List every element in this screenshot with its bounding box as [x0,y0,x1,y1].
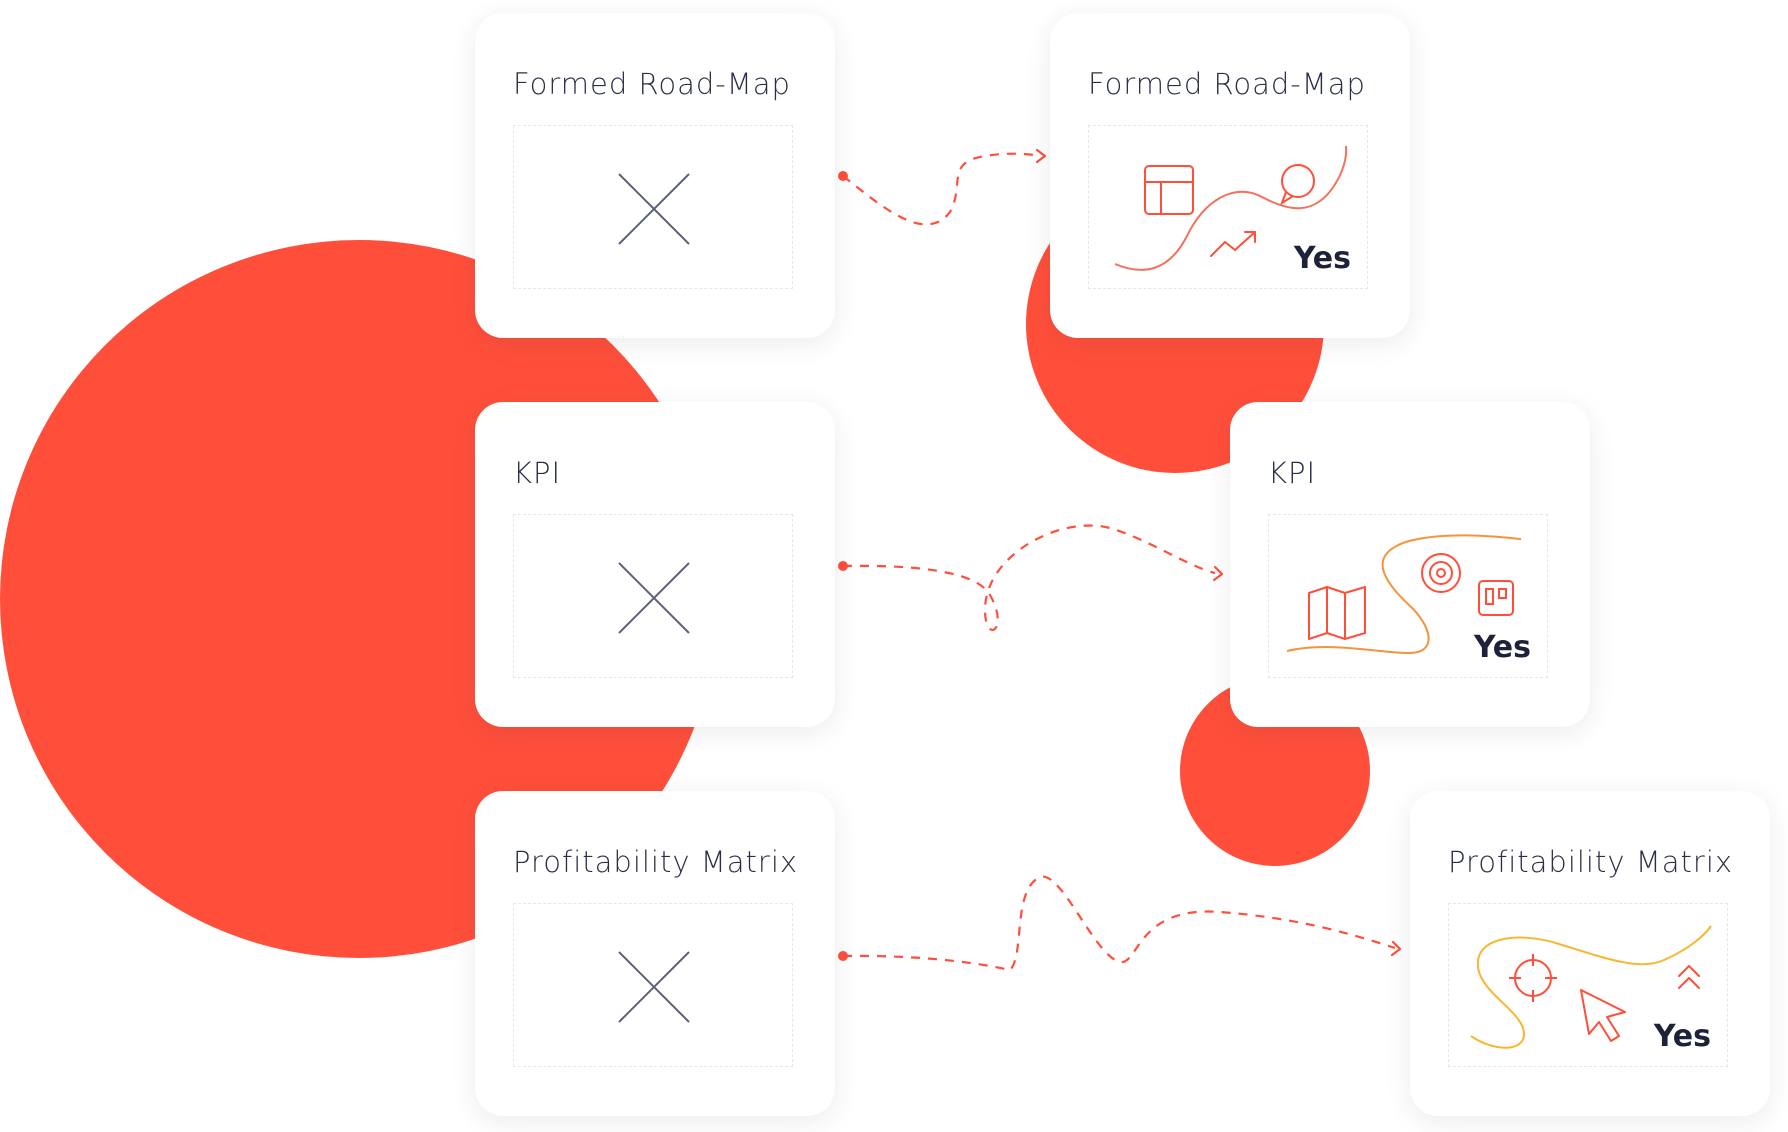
chat-bubble-icon [1280,164,1315,206]
placeholder-box [513,903,793,1067]
road-map-illustration [1114,145,1348,271]
illustration-box: Yes [1448,903,1728,1067]
card-title: Formed Road-Map [513,67,791,101]
connector-dot-kpi [838,561,848,571]
board-icon [1478,580,1514,616]
connector-kpi [842,524,1216,631]
after-card-profitability-matrix: Profitability Matrix Yes [1410,791,1770,1116]
card-title: KPI [513,456,562,490]
connector-dot-road-map [838,171,848,181]
connector-road-map [842,152,1041,226]
kpi-curve [1286,534,1522,655]
table-icon [1144,165,1194,215]
arrowhead-profitability [1390,940,1402,957]
profitability-illustration [1470,925,1712,1049]
target-icon [1421,553,1461,593]
placeholder-box [513,514,793,678]
trend-up-arrow-icon [1210,231,1256,257]
kpi-illustration [1286,534,1522,655]
before-card-road-map: Formed Road-Map [475,13,835,338]
connector-dot-profitability [838,951,848,961]
after-card-road-map: Formed Road-Map Yes [1050,13,1410,338]
illustration-box: Yes [1088,125,1368,289]
card-title: Profitability Matrix [513,845,799,879]
illustration-box: Yes [1268,514,1548,678]
card-title: Formed Road-Map [1088,67,1366,101]
chevrons-up-icon [1678,965,1700,989]
before-card-profitability-matrix: Profitability Matrix [475,791,835,1116]
status-yes: Yes [1473,630,1531,665]
connector-profitability [842,875,1396,972]
arrowhead-kpi [1212,565,1224,582]
card-title: KPI [1268,456,1317,490]
road-map-curve [1114,145,1348,271]
map-icon [1308,586,1366,640]
card-title: Profitability Matrix [1448,845,1734,879]
cross-icon [618,173,690,245]
status-yes: Yes [1653,1019,1711,1054]
placeholder-box [513,125,793,289]
profitability-curve [1470,925,1712,1049]
after-card-kpi: KPI Yes [1230,402,1590,727]
cross-icon [618,951,690,1023]
crosshair-icon [1509,954,1557,1002]
cursor-arrow-icon [1580,989,1626,1042]
cross-icon [618,562,690,634]
status-yes: Yes [1293,241,1351,276]
before-card-kpi: KPI [475,402,835,727]
arrowhead-road-map [1035,148,1047,164]
